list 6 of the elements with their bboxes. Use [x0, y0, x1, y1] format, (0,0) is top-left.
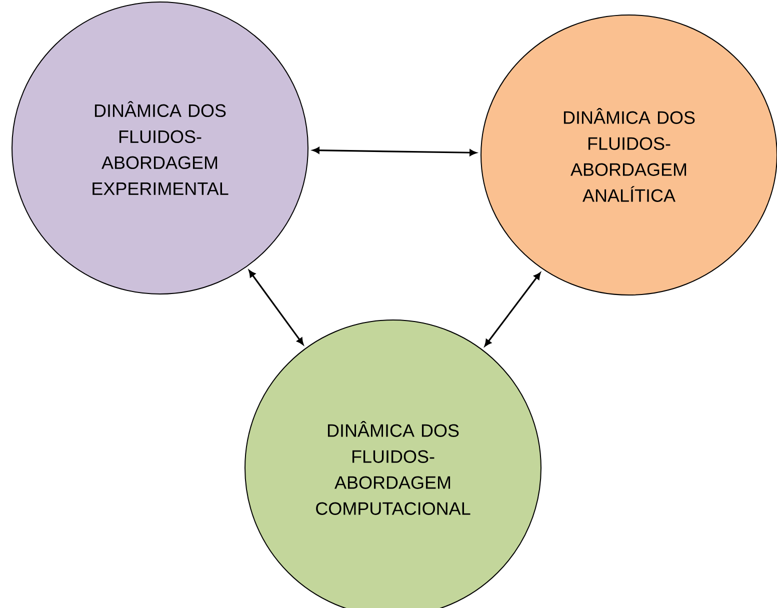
circle-node: DINÂMICA DOS FLUIDOS- ABORDAGEM ANALÍTICA	[480, 14, 777, 296]
circle-node: DINÂMICA DOS FLUIDOS- ABORDAGEM EXPERIMENTAL	[12, 2, 308, 294]
double-arrow	[484, 272, 541, 346]
circle-node: DINÂMICA DOS FLUIDOS- ABORDAGEM COMPUTACIONAL	[244, 320, 542, 608]
double-arrow	[312, 147, 476, 156]
double-arrow	[248, 270, 304, 345]
